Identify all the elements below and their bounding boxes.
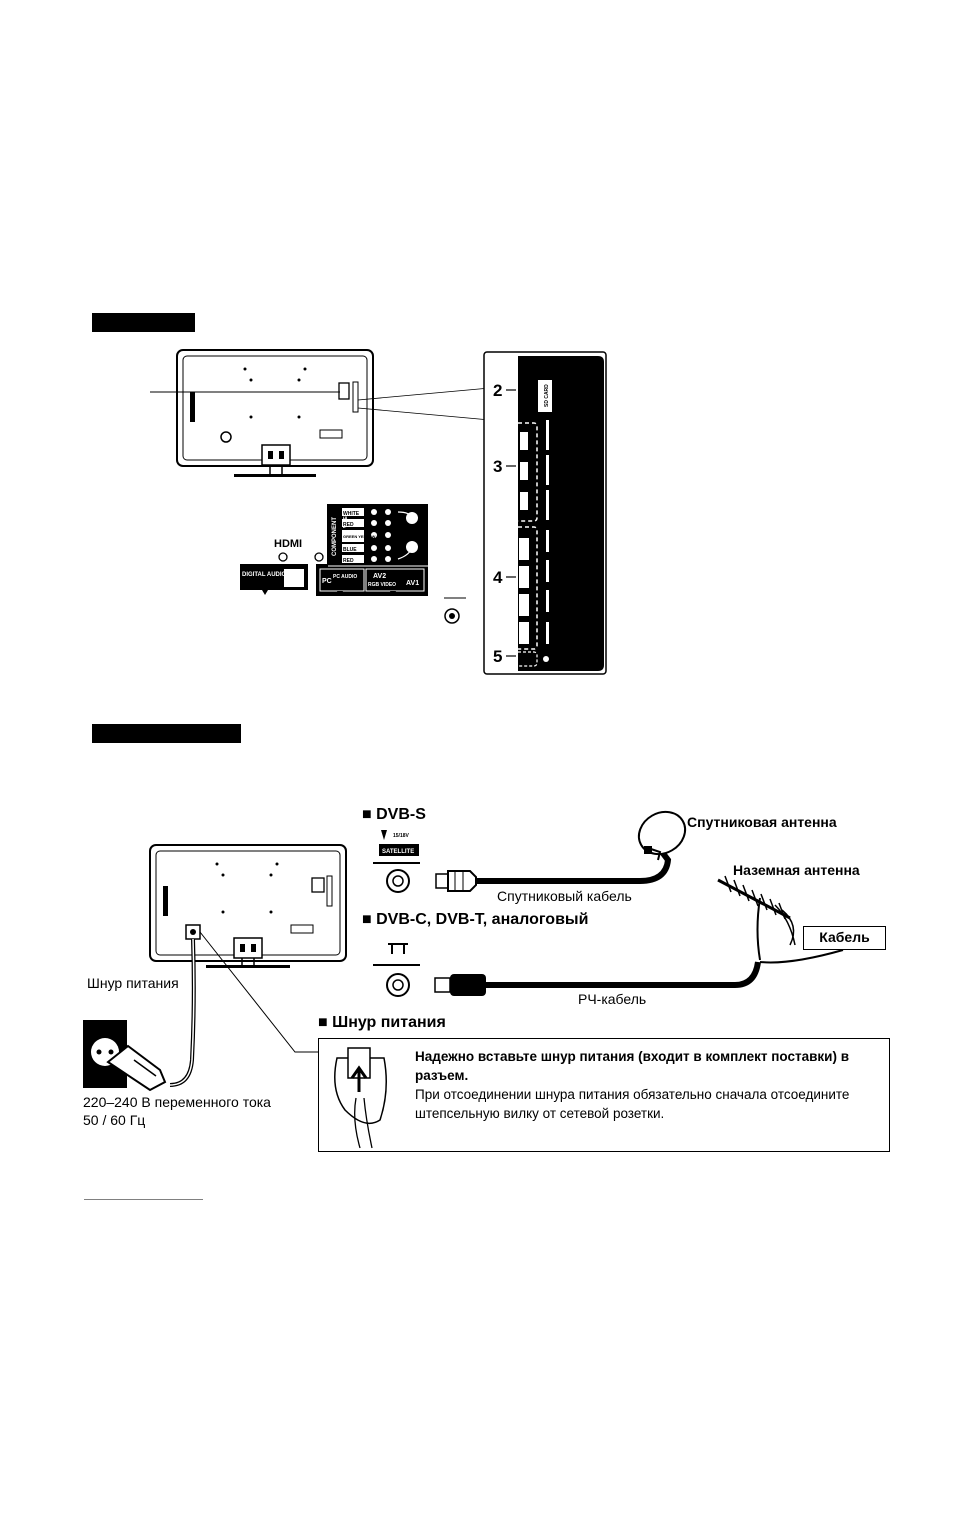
power-cord-heading: ■ Шнур питания bbox=[318, 1014, 446, 1031]
tv-back-2 bbox=[149, 844, 347, 968]
tv-rear-diagram: HDMI AV2 AV1 PC PC AUDIO RGB VIDEO DIGIT… bbox=[150, 349, 607, 675]
wall-socket bbox=[83, 1020, 167, 1092]
aerial-port bbox=[373, 943, 420, 997]
rf-cable-label: РЧ-кабель bbox=[578, 991, 647, 1007]
voltage-line-1: 220–240 В переменного тока bbox=[83, 1094, 271, 1110]
pc-label: PC bbox=[322, 578, 332, 585]
jack-label-blue: BLUE bbox=[343, 547, 357, 553]
power-cord-note-text: При отсоединении шнура питания обязатель… bbox=[415, 1087, 850, 1121]
section-header-bar-1 bbox=[92, 313, 195, 332]
dvbc-heading: ■ DVB-C, DVB-T, аналоговый bbox=[362, 911, 589, 928]
satellite-port-label: SATELLITE bbox=[382, 849, 414, 855]
voltage-line-2: 50 / 60 Гц bbox=[83, 1112, 146, 1128]
plug-insert-illustration bbox=[334, 1047, 387, 1149]
panel-number-2: 2 bbox=[493, 381, 503, 400]
section-header-bar-2 bbox=[92, 724, 241, 743]
panel-number-5: 5 bbox=[493, 647, 503, 666]
satellite-dish bbox=[637, 810, 687, 861]
digital-audio-out-label: DIGITAL AUDIO OUT bbox=[242, 572, 301, 578]
jack-label-red: RED bbox=[343, 522, 354, 528]
panel-number-4: 4 bbox=[493, 568, 503, 587]
av-connector-cluster bbox=[240, 504, 466, 624]
power-cord-note-bold: Надежно вставьте шнур питания (входит в … bbox=[415, 1049, 850, 1083]
power-cord-label: Шнур питания bbox=[87, 975, 179, 991]
av1-label: AV1 bbox=[406, 580, 419, 587]
satellite-antenna-label: Спутниковая антенна bbox=[687, 814, 837, 830]
dvbs-heading: ■ DVB-S bbox=[362, 806, 426, 823]
jack-label-white: WHITE bbox=[343, 511, 360, 517]
sd-card-label: SD CARD bbox=[544, 384, 550, 407]
satellite-cable bbox=[435, 850, 672, 892]
svg-text:15/18V: 15/18V bbox=[393, 833, 410, 839]
rf-cable bbox=[434, 949, 844, 996]
rgb-video-label: RGB VIDEO bbox=[368, 582, 396, 588]
satellite-port: SATELLITE 15/18V bbox=[373, 830, 420, 893]
video-label: VIDEO bbox=[343, 512, 349, 528]
component-label: COMPONENT bbox=[332, 517, 338, 556]
hdmi-logo: HDMI bbox=[274, 538, 302, 550]
jack-label-green-yellow: GREEN YELLOW bbox=[343, 534, 376, 539]
terrestrial-antenna-label: Наземная антенна bbox=[733, 862, 860, 878]
terrestrial-antenna bbox=[717, 875, 796, 961]
satellite-cable-label: Спутниковый кабель bbox=[497, 888, 632, 904]
av2-label: AV2 bbox=[373, 573, 386, 580]
panel-number-3: 3 bbox=[493, 457, 503, 476]
side-connector-panel bbox=[483, 351, 607, 675]
tv-back-outline bbox=[176, 349, 374, 477]
cable-box: Кабель bbox=[803, 926, 886, 950]
jack-label-red-2: RED bbox=[343, 558, 354, 564]
power-cord-note-box: Надежно вставьте шнур питания (входит в … bbox=[318, 1038, 890, 1152]
antenna-connection-diagram: SATELLITE 15/18V bbox=[83, 810, 844, 1200]
pc-audio-label: PC AUDIO bbox=[333, 574, 357, 580]
